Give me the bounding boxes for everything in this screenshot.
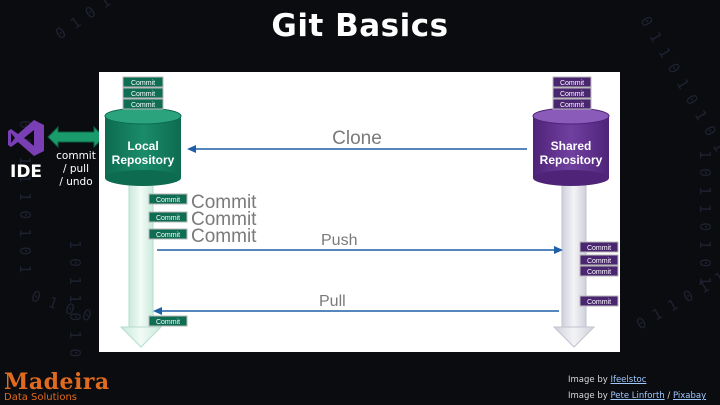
push-arrow	[157, 246, 563, 254]
shared-repo-label-2: Repository	[540, 153, 603, 167]
local-top-commits: Commit Commit Commit	[122, 76, 164, 110]
ide-actions: commit / pull / undo	[44, 150, 108, 189]
logo-tagline: Data Solutions	[4, 392, 78, 403]
credit-link-ifeelstoc[interactable]: Ifeelstoc	[610, 375, 647, 385]
commit-box-label: Commit	[587, 299, 611, 306]
credit-prefix: Image by	[568, 375, 608, 385]
commit-big-label: Commit	[191, 209, 257, 230]
local-new-commits: Commit Commit Commit	[148, 193, 188, 240]
commit-box-label: Commit	[156, 215, 180, 222]
pull-arrow	[153, 307, 559, 315]
commit-box-label: Commit	[131, 102, 155, 109]
commit-box-label: Commit	[587, 245, 611, 252]
svg-text:1 0 1 1 0 1 0: 1 0 1 1 0 1 0	[66, 240, 84, 357]
commit-box-label: Commit	[131, 80, 155, 87]
visual-studio-icon	[6, 118, 46, 188]
shared-pushed-commits: Commit Commit Commit Commit	[579, 241, 619, 307]
credit-separator: /	[667, 391, 671, 401]
diagram-panel: Local Repository Shared Repository Commi…	[99, 72, 620, 352]
credit-link-pete-linforth[interactable]: Pete Linforth	[610, 391, 665, 401]
svg-text:0 0 1 1 1 0 1 0 1: 0 0 1 1 1 0 1 0 1	[16, 120, 34, 274]
local-pulled-commit: Commit	[148, 315, 188, 327]
shared-top-commits: Commit Commit Commit	[552, 76, 592, 110]
commit-big-label: Commit	[191, 226, 257, 247]
commit-box-label: Commit	[156, 197, 180, 204]
commit-operation-labels: Commit Commit Commit	[191, 192, 257, 247]
logo-name: Madeira	[4, 369, 110, 395]
local-repo-label-2: Repository	[112, 153, 175, 167]
shared-repository-cylinder	[532, 107, 610, 186]
clone-arrow	[187, 145, 527, 153]
commit-box-label: Commit	[131, 91, 155, 98]
svg-text:0 1 1 0 1 1: 0 1 1 0 1 1	[633, 268, 720, 333]
ide-sync-arrow-icon	[47, 125, 105, 149]
slide-title: Git Basics	[271, 8, 449, 44]
ide-action-undo: / undo	[59, 176, 93, 188]
credit-link-pixabay[interactable]: Pixabay	[672, 391, 707, 401]
local-repo-label-1: Local	[127, 139, 158, 153]
commit-box-label: Commit	[156, 232, 180, 239]
commit-big-label: Commit	[191, 192, 257, 213]
shared-repo-label-1: Shared	[551, 139, 592, 153]
commit-box-label: Commit	[560, 102, 584, 109]
push-label: Push	[321, 232, 357, 249]
commit-box-label: Commit	[560, 91, 584, 98]
clone-label: Clone	[332, 128, 382, 149]
commit-box-label: Commit	[156, 319, 180, 326]
svg-text:1 0 1 1 0 1 0 1: 1 0 1 1 0 1 0 1	[696, 150, 714, 285]
credit-prefix: Image by	[568, 391, 608, 401]
ide-action-commit: commit	[56, 150, 96, 162]
image-credit-1: Image by Ifeelstoc	[568, 375, 646, 385]
local-timeline-arrow	[119, 183, 163, 348]
pull-label: Pull	[319, 293, 346, 310]
commit-box-label: Commit	[587, 258, 611, 265]
local-repository-cylinder	[104, 107, 182, 186]
ide-action-pull: / pull	[62, 163, 90, 175]
commit-box-label: Commit	[587, 269, 611, 276]
git-flow-diagram: Local Repository Shared Repository Commi…	[104, 76, 619, 348]
madeira-logo: Madeira Data Solutions	[4, 369, 110, 403]
image-credit-2: Image by Pete Linforth / Pixabay	[568, 391, 706, 401]
ide-label: IDE	[10, 162, 43, 182]
commit-box-label: Commit	[560, 80, 584, 87]
